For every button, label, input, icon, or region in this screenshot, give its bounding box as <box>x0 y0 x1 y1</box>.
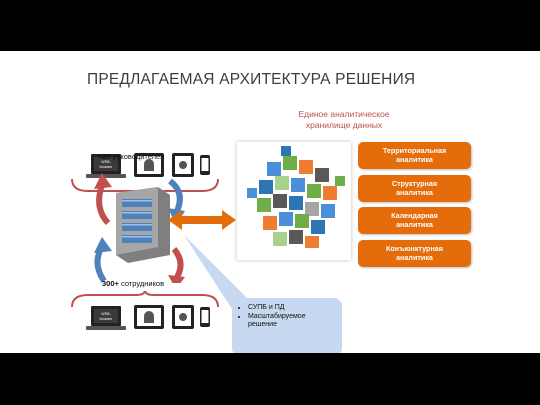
employees-text: сотрудников <box>121 279 165 288</box>
laptop-label-1: WEB- <box>101 160 111 164</box>
managers-label: ≈20 руководителей <box>98 152 164 161</box>
page-title: ПРЕДЛАГАЕМАЯ АРХИТЕКТУРА РЕШЕНИЯ <box>87 71 416 88</box>
managers-count: ≈20 <box>98 152 111 161</box>
laptop-label-2: browser <box>100 165 114 169</box>
employees-count: 300+ <box>102 279 119 288</box>
analytics-conjuncture-line2: аналитика <box>396 252 433 262</box>
tablet-android-icon <box>134 153 164 177</box>
managers-text: руководителей <box>112 152 165 161</box>
phone-icon <box>200 307 210 327</box>
laptop-icon: WEB- browser <box>86 154 126 178</box>
analytics-conjuncture-line1: Конъюнктурная <box>386 244 443 253</box>
callout-item: Масштабируемое решение <box>248 313 336 330</box>
storage-image-frame <box>237 142 351 260</box>
data-cube-icon <box>247 146 345 248</box>
tablet-apple-icon <box>172 153 194 177</box>
phone-icon <box>200 155 210 175</box>
double-arrow-icon <box>168 210 236 230</box>
top-device-group: WEB- browser <box>71 153 219 195</box>
analytics-structural-line1: Структурная <box>391 179 438 188</box>
tablet-android-icon <box>134 305 164 329</box>
server-group <box>94 173 185 283</box>
callout-list: СУПБ и ПД Масштабируемое решение <box>232 298 342 330</box>
analytics-territorial-line1: Территориальная <box>382 146 447 155</box>
storage-title-line1: Единое аналитическое <box>298 109 390 119</box>
slide: ПРЕДЛАГАЕМАЯ АРХИТЕКТУРА РЕШЕНИЯ WEB- br… <box>0 51 540 353</box>
server-icon <box>116 187 170 263</box>
employees-label: 300+ сотрудников <box>102 279 164 288</box>
analytics-territorial-line2: аналитика <box>396 154 433 164</box>
top-bracket <box>71 178 219 195</box>
tablet-apple-icon <box>172 305 194 329</box>
analytics-calendar-line2: аналитика <box>396 219 433 229</box>
laptop-icon: WEB- browser <box>86 306 126 330</box>
storage-title: Единое аналитическое хранилище данных <box>282 109 406 131</box>
storage-title-line2: хранилище данных <box>305 120 383 130</box>
callout-item: СУПБ и ПД <box>248 304 336 313</box>
analytics-calendar-line1: Календарная <box>391 211 438 220</box>
bottom-bracket <box>71 291 219 308</box>
laptop-label-1: WEB- <box>101 312 111 316</box>
bottom-device-group: WEB- browser <box>71 291 219 330</box>
laptop-label-2: browser <box>100 317 114 321</box>
analytics-structural-line2: аналитика <box>396 187 433 197</box>
callout-box: СУПБ и ПД Масштабируемое решение <box>232 298 342 353</box>
callout-connector <box>184 235 250 309</box>
